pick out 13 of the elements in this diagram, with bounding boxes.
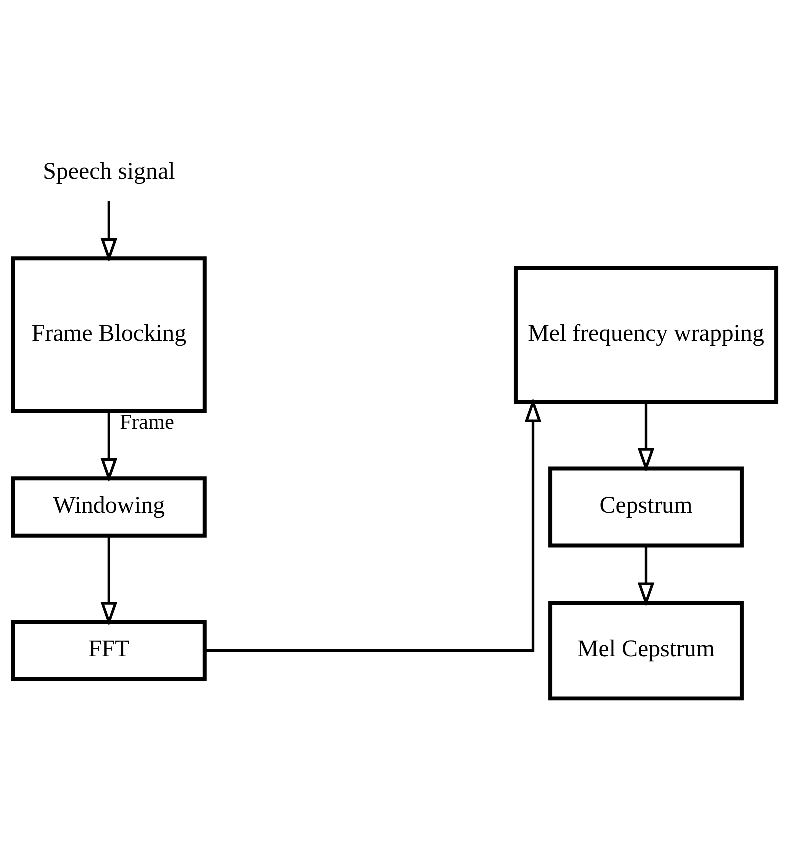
- arrow: [638, 402, 655, 472]
- node-box: Mel frequency wrapping: [514, 265, 779, 404]
- node-box: FFT: [11, 620, 207, 681]
- arrow: [100, 201, 118, 262]
- arrow: [638, 546, 655, 606]
- node-box: Windowing: [11, 476, 207, 538]
- arrow: [100, 411, 118, 482]
- node-box: Cepstrum: [548, 466, 744, 548]
- arrow: [100, 535, 118, 626]
- node-text: Speech signal: [43, 158, 176, 184]
- node-box: Frame Blocking: [11, 256, 207, 414]
- arrow: [205, 398, 542, 652]
- node-box: Mel Cepstrum: [548, 600, 744, 700]
